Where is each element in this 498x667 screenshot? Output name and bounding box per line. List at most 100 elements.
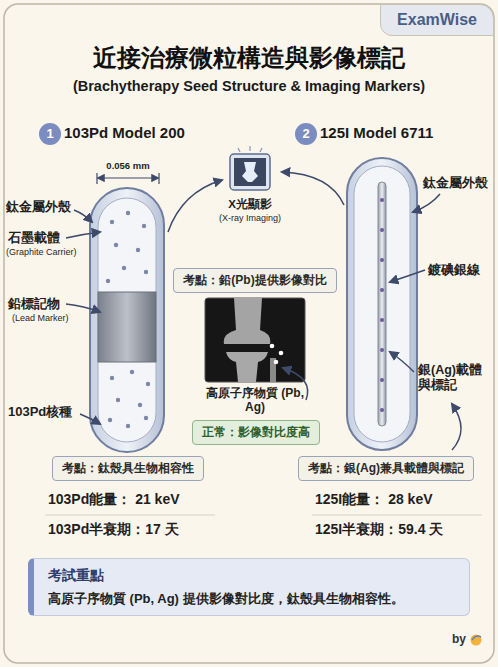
i-seed-capsule-part — [347, 158, 417, 450]
label-text: (Lead Marker) — [12, 313, 69, 324]
label-text: 石墨載體 — [8, 230, 60, 246]
i-seed-capsule-part — [354, 166, 410, 442]
pd-seed-capsule-part-part — [136, 248, 140, 252]
pd-seed-capsule-part — [98, 292, 156, 362]
label-text: 銀(Ag)載體 與標記 — [418, 363, 494, 393]
row-divider-part — [45, 515, 215, 516]
knee-xray-part — [205, 298, 305, 382]
label-text: 103Pd核種 — [8, 404, 72, 420]
row-divider — [45, 515, 482, 516]
i-seed-capsule-part-part — [380, 318, 384, 322]
pd-seed-capsule-part-part — [116, 398, 120, 402]
label-text: X光顯影 — [228, 198, 272, 212]
leader-lines-part — [413, 194, 440, 212]
brand-icon-part — [471, 635, 482, 646]
node-text: 考點：鈦殼具生物相容性 — [62, 461, 194, 476]
knee-xray-part — [279, 351, 284, 356]
pd-seed-capsule-part-part — [110, 220, 114, 224]
key-point-panel: 考試重點高原子序物質 (Pb, Ag) 提供影像對比度，鈦殼具生物相容性。 — [28, 558, 470, 616]
label-text: 103Pd Model 200 — [64, 124, 185, 142]
callout-number: 1 — [39, 123, 61, 145]
title-text: 近接治療微粒構造與影像標記 — [93, 44, 405, 73]
pd-seed-capsule-part-part — [110, 376, 114, 380]
page-frame — [4, 4, 494, 663]
knee-xray-part — [224, 298, 271, 344]
xray-icon-part — [230, 154, 270, 190]
pd-seed-capsule-part — [90, 188, 164, 452]
brand-icon — [471, 635, 482, 646]
node-text: 2 — [299, 123, 313, 145]
knee-xray-part — [274, 360, 279, 365]
xray-icon-part — [234, 158, 266, 186]
node-text: 1 — [43, 123, 57, 145]
pd-seed-capsule — [90, 188, 164, 452]
label-text: 125I半衰期：59.4 天 — [315, 521, 443, 538]
pd-seed-capsule-part-part — [138, 403, 142, 407]
i-seed-capsule-part-part — [380, 288, 384, 292]
label-text: (Brachytherapy Seed Structure & Imaging … — [73, 78, 425, 95]
node-text: 考點：銀(Ag)兼具載體與標記 — [308, 461, 464, 476]
xray-icon-part-part — [249, 146, 250, 151]
i-seed-capsule-part-part — [380, 258, 384, 262]
label-text: (X-ray Imaging) — [219, 213, 281, 224]
dimension-line-part — [158, 173, 159, 184]
pd-seed-capsule-part-part — [144, 416, 148, 420]
i-seed-capsule-part-part — [380, 348, 384, 352]
pd-seed-capsule-part-part — [142, 224, 146, 228]
i-seed-capsule — [347, 158, 417, 450]
label-text: 鉛標記物 — [8, 296, 60, 312]
leader-lines-part — [74, 210, 92, 222]
i-seed-capsule-part — [378, 182, 386, 426]
dimension-line-part — [98, 177, 158, 178]
leader-lines-part — [390, 270, 425, 282]
label-text: 103Pd半衰期：17 天 — [48, 521, 179, 538]
label-text: 125I Model 6711 — [320, 124, 433, 142]
leader-lines-part — [282, 172, 344, 205]
pd-seed-capsule-part-part — [122, 266, 126, 270]
pd-seed-capsule-part-part — [108, 418, 112, 422]
i-seed-capsule-part — [380, 198, 384, 412]
leader-lines-part — [390, 352, 414, 372]
dimension-line — [97, 173, 159, 184]
pd-seed-capsule-part-part — [126, 211, 130, 215]
label-text: 125I能量： 28 keV — [315, 491, 433, 508]
pd-seed-capsule-part-part — [126, 424, 130, 428]
xray-icon — [230, 146, 270, 190]
pd-seed-capsule-part-part — [106, 279, 110, 283]
pd-seed-capsule-part-part — [144, 270, 148, 274]
brand-icon-part — [472, 636, 481, 640]
i-seed-capsule-part-part — [380, 378, 384, 382]
label-text: 0.056 mm — [106, 160, 149, 171]
leader-lines-part — [66, 304, 100, 312]
exam-point-box: 考點：銀(Ag)兼具載體與標記 — [298, 456, 474, 481]
xray-icon-part-part — [238, 148, 240, 152]
leader-lines-part — [80, 414, 100, 424]
normal-note-box: 正常：影像對比度高 — [192, 420, 320, 445]
label-text: 鈦金屬外殼 — [423, 175, 488, 191]
row-divider-part — [312, 515, 482, 516]
callout-number: 2 — [295, 123, 317, 145]
exam-point-box: 考點：鉛(Pb)提供影像對比 — [173, 268, 336, 293]
node-text: 高原子序物質 (Pb, Ag) 提供影像對比度，鈦殼具生物相容性。 — [48, 591, 455, 607]
knee-xray-part — [270, 344, 275, 349]
leader-lines-part — [452, 404, 461, 450]
dimension-line-part — [96, 173, 97, 184]
label-text: (Graphite Carrier) — [6, 247, 77, 258]
knee-xray — [205, 298, 305, 382]
leader-lines-part — [168, 180, 222, 232]
pd-seed-capsule-part-part — [130, 370, 134, 374]
pd-seed-capsule-part-part — [146, 382, 150, 386]
i-seed-capsule-part-part — [380, 198, 384, 202]
xray-icon-part — [238, 146, 262, 152]
xray-icon-part-part — [260, 148, 262, 152]
node-text: 考點：鉛(Pb)提供影像對比 — [183, 273, 326, 288]
leader-lines — [66, 172, 461, 450]
node-text: 正常：影像對比度高 — [202, 425, 310, 440]
label-text: 103Pd能量： 21 keV — [48, 491, 180, 508]
label-text: 鈦金屬外殼 — [6, 199, 71, 215]
i-seed-capsule-part-part — [380, 408, 384, 412]
label-text: 高原子序物質 (Pb, Ag) — [205, 386, 305, 415]
pd-seed-capsule-part — [106, 211, 150, 428]
knee-xray-part — [226, 352, 268, 382]
